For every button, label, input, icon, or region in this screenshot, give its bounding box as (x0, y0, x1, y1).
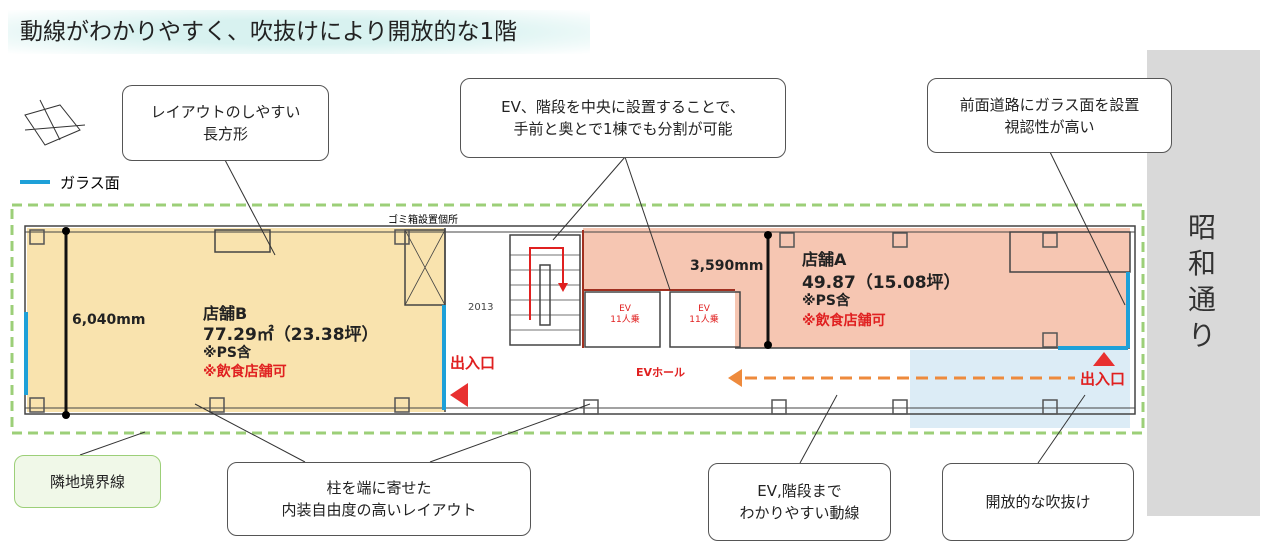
store-b-area-text: 77.29㎡（23.38坪） (203, 325, 379, 345)
ev-hall-label: EVホール (636, 366, 686, 379)
store-a-area-text: 49.87（15.08坪） (802, 273, 961, 293)
store-b-area (27, 228, 445, 412)
garbage-label: ゴミ箱設置個所 (388, 215, 458, 226)
site-boundary-line (10, 203, 1145, 435)
callout-rectangle-layout: レイアウトのしやすい 長方形 (122, 85, 329, 161)
store-b-width: 6,040mm (72, 312, 146, 328)
page-title: 動線がわかりやすく、吹抜けにより開放的な1階 (8, 10, 590, 54)
store-b-name: 店舗B (203, 304, 248, 323)
store-b-ps: ※PS含 (203, 345, 251, 361)
columns (29, 229, 1058, 415)
store-a-food: ※飲食店舗可 (802, 313, 886, 329)
callout-boundary: 隣地境界線 (14, 455, 161, 508)
store-a-area (735, 228, 1130, 348)
entrance-b-arrow (450, 383, 468, 407)
ev-1-label: EV 11人乗 (610, 304, 640, 325)
callout-columns: 柱を端に寄せた 内装自由度の高いレイアウト (227, 462, 531, 536)
compass-icon (24, 99, 86, 146)
store-a-name: 店舗A (802, 250, 847, 269)
atrium-area (910, 350, 1130, 428)
callout-flow: EV,階段まで わかりやすい動線 (708, 463, 891, 541)
store-b-food: ※飲食店舗可 (203, 364, 287, 380)
ev-2-label: EV 11人乗 (689, 304, 719, 325)
entrance-a-label: 出入口 (1080, 370, 1126, 388)
entrance-a-arrow (1093, 352, 1115, 366)
legend-glass-label: ガラス面 (60, 174, 120, 192)
road-label: 昭和通り (1187, 211, 1216, 352)
callout-glass-front: 前面道路にガラス面を設置 視認性が高い (927, 78, 1172, 153)
callout-atrium: 開放的な吹抜け (942, 463, 1134, 541)
entrance-b-label: 出入口 (450, 354, 496, 372)
store-a-ps: ※PS含 (802, 293, 850, 309)
store-a-width: 3,590mm (690, 258, 764, 274)
dimension-2013: 2013 (468, 302, 494, 313)
callout-ev-center: EV、階段を中央に設置することで、 手前と奥とで1棟でも分割が可能 (460, 78, 786, 158)
